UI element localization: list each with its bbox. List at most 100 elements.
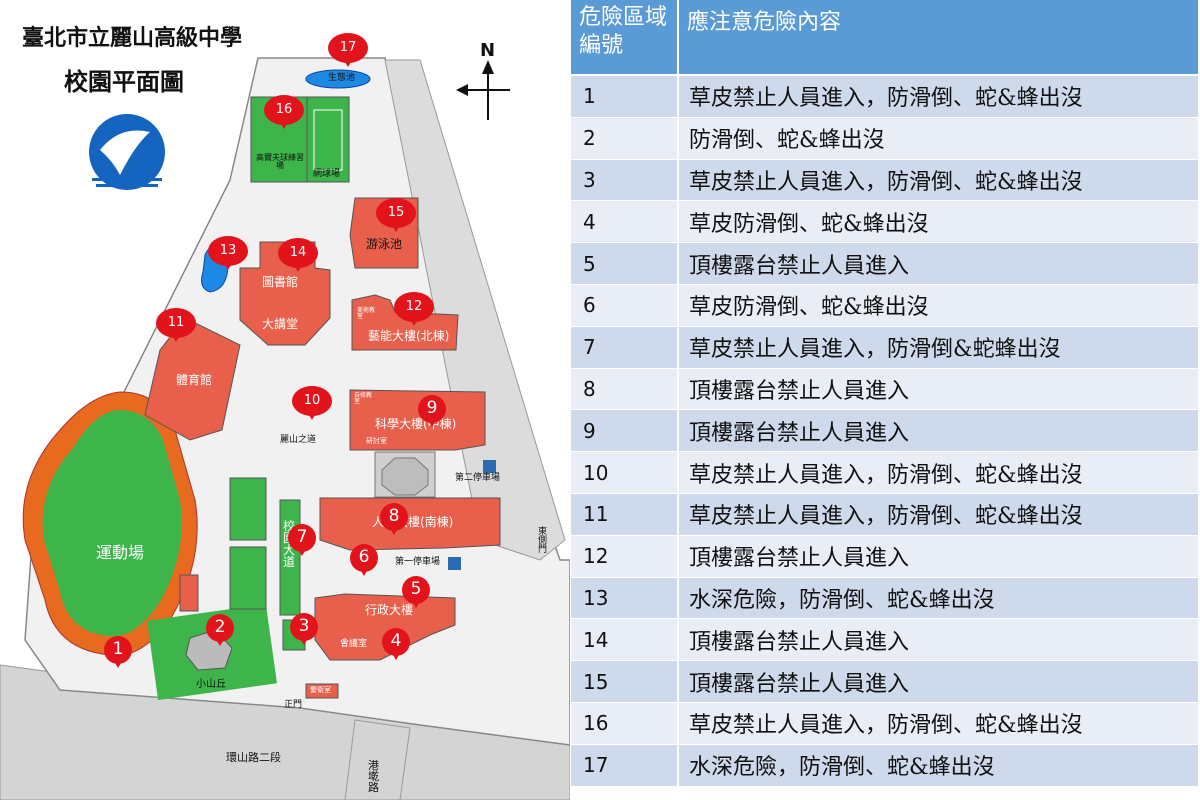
row-area-id: 6 bbox=[571, 284, 679, 327]
row-area-id: 11 bbox=[571, 493, 679, 536]
marker-4: 4 bbox=[382, 628, 410, 662]
eco-pond-shape bbox=[305, 69, 371, 89]
row-hazard-content: 草皮防滑倒、蛇&蜂出沒 bbox=[678, 284, 1200, 327]
marker-9: 9 bbox=[418, 395, 446, 429]
parking-icon-2 bbox=[483, 460, 496, 473]
marker-1: 1 bbox=[104, 636, 132, 670]
compass-north-label: N bbox=[480, 40, 496, 61]
row-hazard-content: 頂樓露台禁止人員進入 bbox=[678, 660, 1200, 703]
track-side-building bbox=[179, 574, 199, 612]
compass-north-arrow bbox=[482, 60, 494, 74]
label-admin-building: 行政大樓 bbox=[365, 603, 414, 617]
map-title-school: 臺北市立麗山高級中學 bbox=[22, 26, 243, 51]
marker-17: 17 bbox=[328, 33, 368, 67]
label-arts-building: 藝能大樓(北棟) bbox=[368, 329, 450, 343]
row-area-id: 14 bbox=[571, 618, 679, 662]
marker-3: 3 bbox=[290, 613, 318, 647]
school-logo-mark bbox=[100, 130, 150, 175]
parking-icon-1 bbox=[448, 557, 461, 570]
marker-11: 11 bbox=[156, 308, 196, 342]
row-hazard-content: 草皮禁止人員進入，防滑倒&蛇蜂出沒 bbox=[678, 326, 1200, 369]
row-hazard-content: 防滑倒、蛇&蜂出沒 bbox=[678, 117, 1200, 160]
label-tennis-court: 網球場 bbox=[313, 169, 341, 179]
label-guard-room: 警衛室 bbox=[310, 686, 331, 694]
marker-16: 16 bbox=[264, 95, 304, 129]
row-hazard-content: 草皮防滑倒、蛇&蜂出沒 bbox=[678, 200, 1200, 244]
label-small-hill: 小山丘 bbox=[196, 679, 226, 690]
row-hazard-content: 頂樓露台禁止人員進入 bbox=[678, 535, 1200, 578]
marker-12: 12 bbox=[394, 292, 434, 326]
label-eco-pond: 生態池 bbox=[328, 73, 356, 83]
row-hazard-content: 草皮禁止人員進入，防滑倒、蛇&蜂出沒 bbox=[678, 451, 1200, 494]
label-auditorium: 大講堂 bbox=[262, 317, 299, 331]
label-huanshan-road: 環山路二段 bbox=[226, 751, 281, 764]
row-hazard-content: 頂樓露台禁止人員進入 bbox=[678, 618, 1200, 662]
row-hazard-content: 草皮禁止人員進入，防滑倒、蛇&蜂出沒 bbox=[678, 702, 1200, 745]
school-logo-wave-1 bbox=[92, 178, 162, 181]
row-area-id: 3 bbox=[571, 159, 679, 202]
ganggang-road bbox=[344, 719, 411, 800]
row-area-id: 4 bbox=[571, 200, 679, 244]
label-golf-practice: 高爾夫球練習場 bbox=[256, 153, 304, 170]
marker-13: 13 bbox=[208, 236, 248, 270]
table-header-row: 危險區域編號 應注意危險內容 bbox=[571, 0, 1200, 76]
label-ganggang-road: 港墘路 bbox=[368, 759, 379, 794]
row-hazard-content: 頂樓露台禁止人員進入 bbox=[678, 242, 1200, 285]
label-library: 圖書館 bbox=[262, 275, 299, 289]
label-swimming-pool: 游泳池 bbox=[366, 237, 403, 251]
marker-10: 10 bbox=[292, 386, 332, 420]
label-parking-2: 第二停車場 bbox=[455, 473, 501, 483]
court-2 bbox=[229, 546, 267, 610]
header-area-id: 危險區域編號 bbox=[571, 0, 679, 76]
campus-map: 臺北市立麗山高級中學 校園平面圖 N 生態池 高爾夫球練習場 網球場 游泳池 圖… bbox=[0, 0, 570, 800]
gym-building bbox=[144, 317, 241, 441]
court-1 bbox=[229, 477, 267, 541]
tennis-court-lines bbox=[313, 109, 343, 171]
marker-7: 7 bbox=[288, 524, 316, 558]
row-area-id: 9 bbox=[571, 409, 679, 453]
guard-room bbox=[305, 683, 339, 699]
row-hazard-content: 水深危險，防滑倒、蛇&蜂出沒 bbox=[678, 577, 1200, 620]
label-art-classroom: 美術教室 bbox=[357, 307, 376, 320]
row-area-id: 13 bbox=[571, 577, 679, 620]
marker-14: 14 bbox=[278, 238, 318, 272]
row-area-id: 10 bbox=[571, 451, 679, 494]
row-hazard-content: 頂樓露台禁止人員進入 bbox=[678, 368, 1200, 411]
track-field-green bbox=[42, 410, 182, 637]
row-hazard-content: 頂樓露台禁止人員進入 bbox=[678, 409, 1200, 453]
marker-5: 5 bbox=[402, 576, 430, 610]
marker-15: 15 bbox=[376, 198, 416, 232]
row-hazard-content: 草皮禁止人員進入，防滑倒、蛇&蜂出沒 bbox=[678, 159, 1200, 202]
science-building bbox=[349, 389, 486, 451]
row-area-id: 8 bbox=[571, 368, 679, 411]
humanities-building bbox=[319, 497, 501, 551]
row-area-id: 1 bbox=[571, 75, 679, 118]
marker-8: 8 bbox=[380, 503, 408, 537]
row-area-id: 17 bbox=[571, 744, 679, 787]
label-parking-1: 第一停車場 bbox=[395, 557, 441, 567]
row-area-id: 15 bbox=[571, 660, 679, 703]
school-logo-wave-2 bbox=[96, 184, 158, 187]
row-hazard-content: 草皮禁止人員進入，防滑倒、蛇&蜂出沒 bbox=[678, 75, 1200, 118]
row-area-id: 2 bbox=[571, 117, 679, 160]
label-east-gate: 東側門 bbox=[538, 527, 548, 555]
label-gym: 體育館 bbox=[176, 373, 213, 387]
marker-6: 6 bbox=[350, 544, 378, 578]
